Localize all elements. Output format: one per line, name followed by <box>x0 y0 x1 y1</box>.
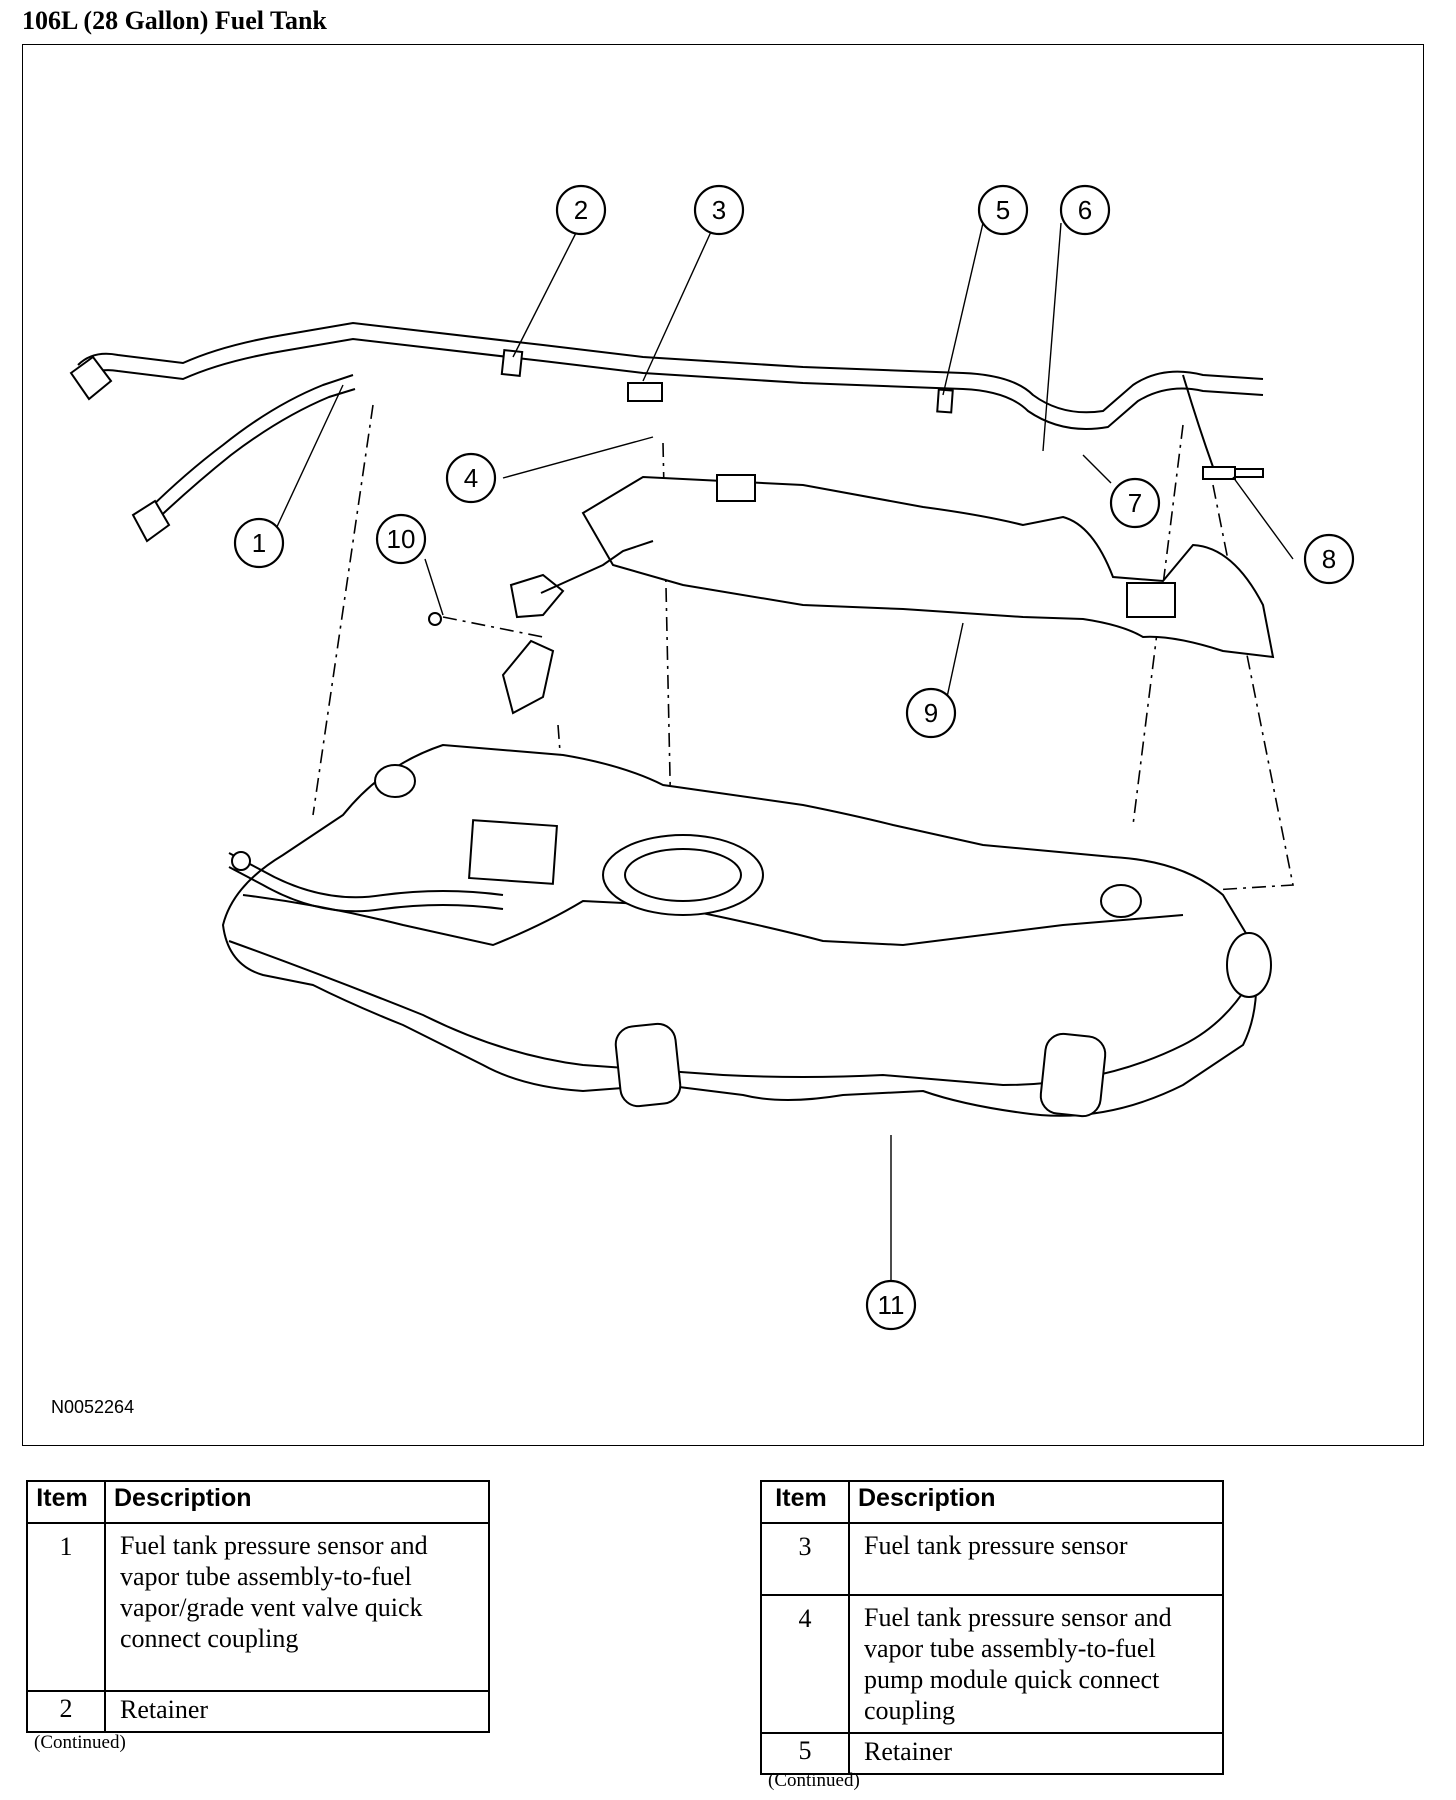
item-description: Retainer <box>848 1732 1224 1775</box>
table-row: 1 Fuel tank pressure sensor and vapor tu… <box>26 1522 490 1692</box>
item-number: 1 <box>26 1522 106 1692</box>
fuel-tank-illustration: 1 2 3 4 5 6 7 8 9 10 11 <box>69 184 1355 1331</box>
callout-2: 2 <box>555 184 607 236</box>
parts-table-right: Item Description 3 Fuel tank pressure se… <box>760 1480 1224 1775</box>
callout-5: 5 <box>977 184 1029 236</box>
svg-text:4: 4 <box>464 463 478 493</box>
callout-9: 9 <box>905 687 957 739</box>
item-description: Fuel tank pressure sensor and vapor tube… <box>848 1594 1224 1734</box>
svg-text:10: 10 <box>387 524 416 554</box>
svg-text:11: 11 <box>878 1290 905 1320</box>
table-row: 4 Fuel tank pressure sensor and vapor tu… <box>760 1594 1224 1734</box>
parts-table-left: Item Description 1 Fuel tank pressure se… <box>26 1480 490 1733</box>
heat-shield <box>581 474 1275 659</box>
figure-id: N0052264 <box>51 1397 135 1417</box>
callout-1: 1 <box>233 517 285 569</box>
callout-6: 6 <box>1059 184 1111 236</box>
bracket <box>428 540 654 715</box>
item-header: Item <box>760 1480 850 1524</box>
table-header-row: Item Description <box>26 1480 490 1524</box>
svg-text:1: 1 <box>252 528 266 558</box>
callout-10: 10 <box>375 513 427 565</box>
callout-4: 4 <box>445 452 497 504</box>
svg-text:7: 7 <box>1128 488 1142 518</box>
table-row: 5 Retainer <box>760 1732 1224 1775</box>
callout-3: 3 <box>693 184 745 236</box>
svg-text:2: 2 <box>574 195 588 225</box>
item-number: 4 <box>760 1594 850 1734</box>
callout-7: 7 <box>1109 477 1161 529</box>
exploded-diagram: 1 2 3 4 5 6 7 8 9 10 11 N0052264 <box>22 44 1424 1446</box>
item-description: Fuel tank pressure sensor <box>848 1522 1224 1596</box>
description-header: Description <box>848 1480 1224 1524</box>
callout-8: 8 <box>1303 533 1355 585</box>
svg-text:3: 3 <box>712 195 726 225</box>
table-header-row: Item Description <box>760 1480 1224 1524</box>
item-description: Retainer <box>104 1690 490 1733</box>
table-row: 3 Fuel tank pressure sensor <box>760 1522 1224 1596</box>
svg-text:8: 8 <box>1322 544 1336 574</box>
item-header: Item <box>26 1480 106 1524</box>
page-title: 106L (28 Gallon) Fuel Tank <box>22 6 327 35</box>
continued-note-right: (Continued) <box>768 1770 860 1791</box>
callout-11: 11 <box>865 1279 917 1331</box>
vapor-tube-assembly <box>69 321 1264 543</box>
svg-text:6: 6 <box>1078 195 1092 225</box>
fuel-tank <box>221 743 1272 1118</box>
item-number: 5 <box>760 1732 850 1775</box>
table-row: 2 Retainer <box>26 1690 490 1733</box>
item-description: Fuel tank pressure sensor and vapor tube… <box>104 1522 490 1692</box>
svg-text:5: 5 <box>996 195 1010 225</box>
description-header: Description <box>104 1480 490 1524</box>
item-number: 3 <box>760 1522 850 1596</box>
continued-note-left: (Continued) <box>34 1732 126 1753</box>
svg-text:9: 9 <box>924 698 938 728</box>
item-number: 2 <box>26 1690 106 1733</box>
